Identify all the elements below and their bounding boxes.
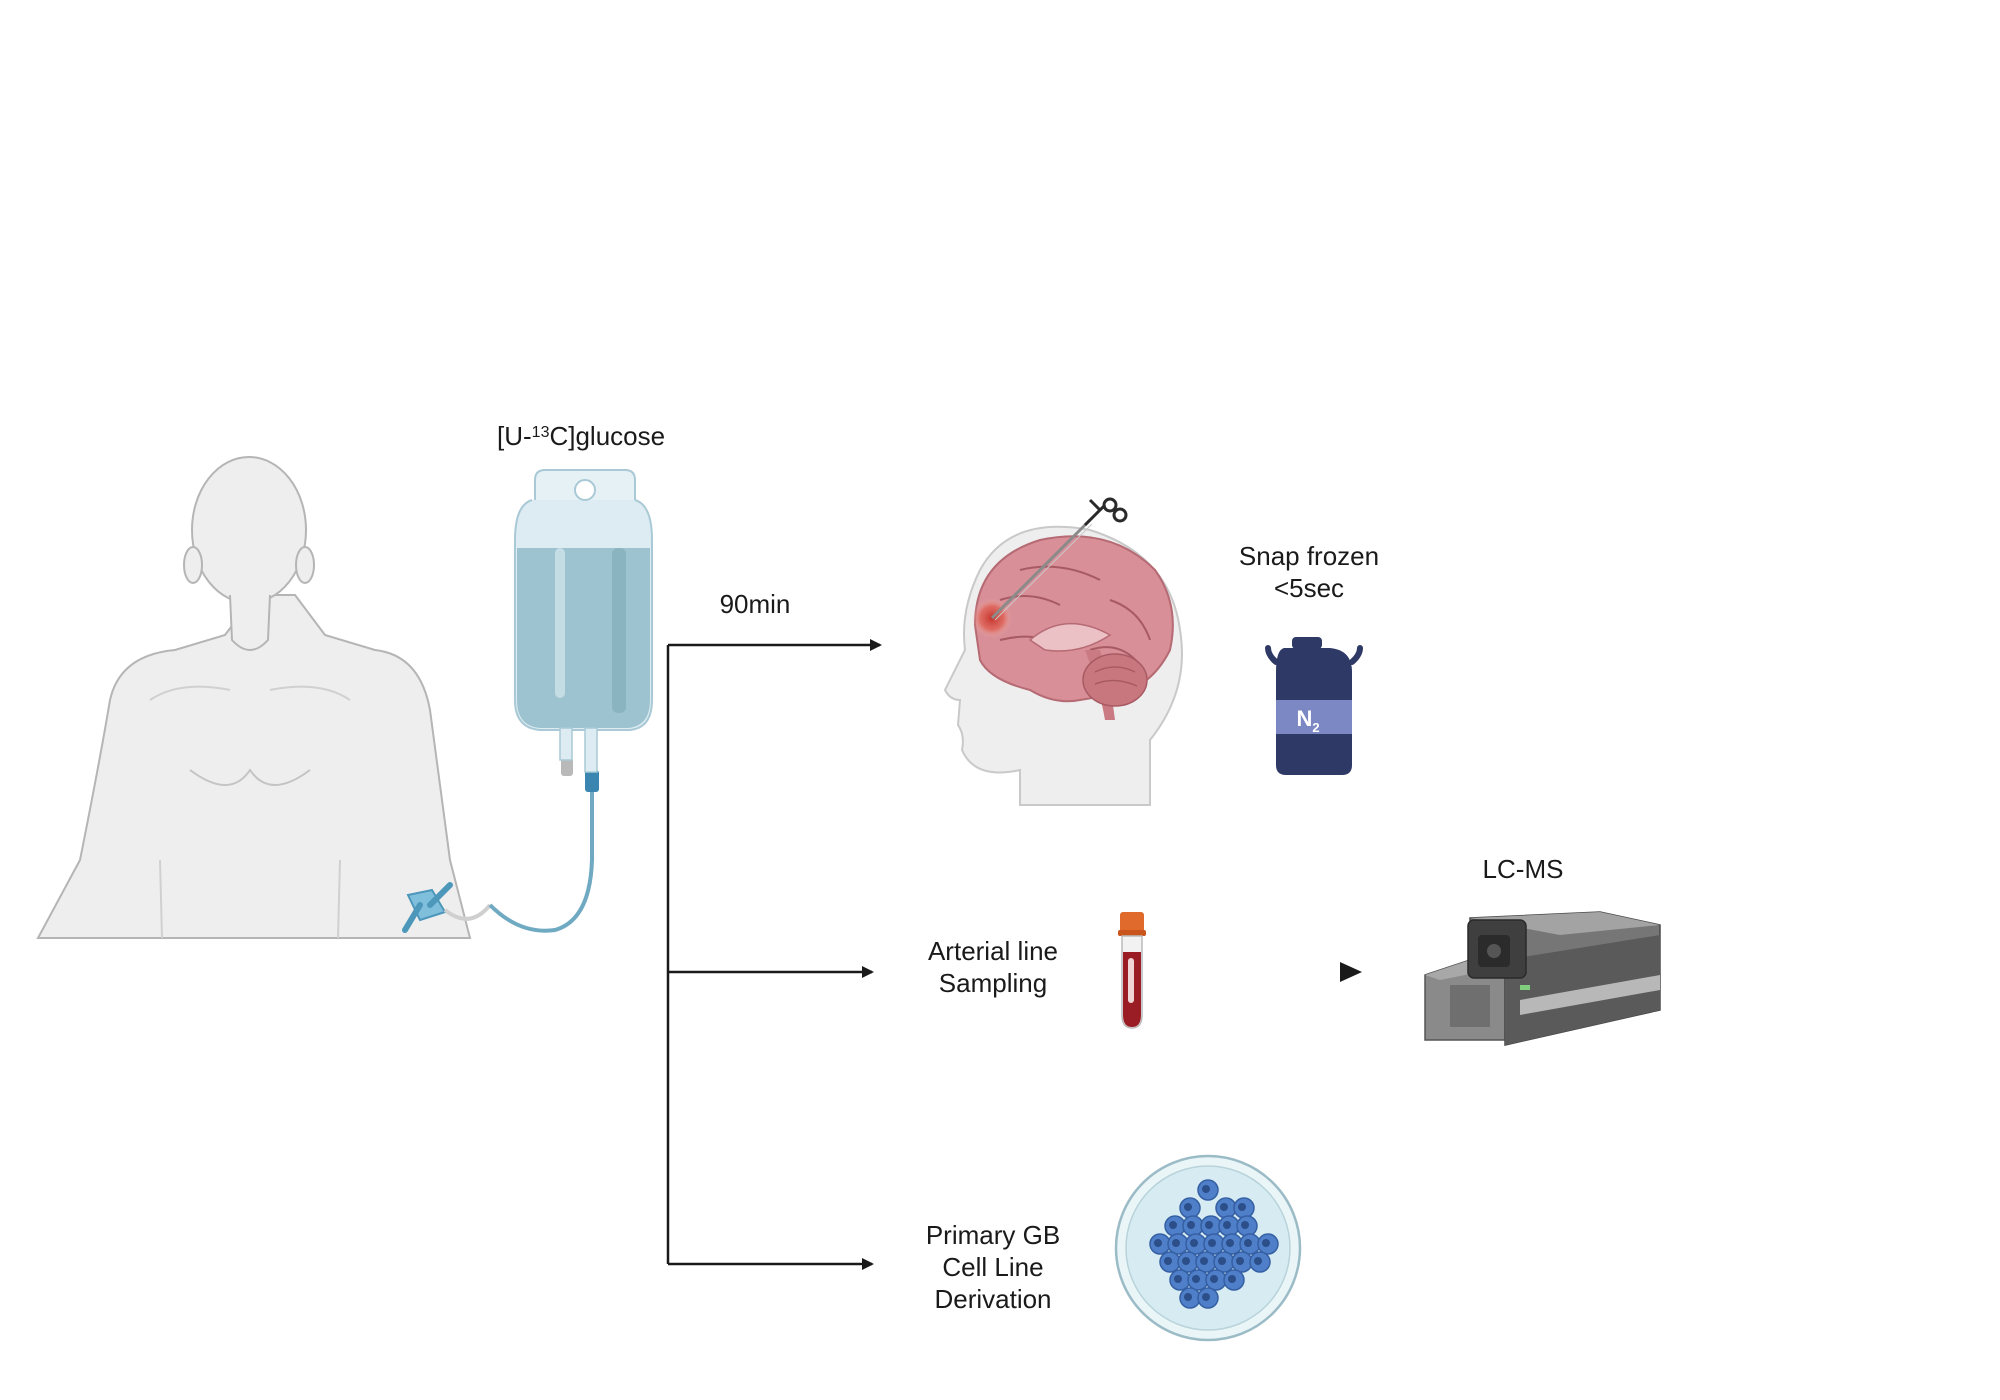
butterfly-cannula-icon	[402, 882, 492, 933]
cell-nucleus	[1254, 1257, 1262, 1265]
snap-frozen-label-line2: <5sec	[1274, 573, 1344, 603]
cell-nucleus	[1226, 1239, 1234, 1247]
cell-nucleus	[1182, 1257, 1190, 1265]
cell-nucleus	[1174, 1275, 1182, 1283]
cell-nucleus	[1202, 1293, 1210, 1301]
cell-nucleus	[1238, 1203, 1246, 1211]
lcms-label: LC-MS	[1483, 854, 1564, 884]
cell-nucleus	[1210, 1275, 1218, 1283]
cell-line-label-line1: Primary GB	[926, 1220, 1060, 1250]
cell-nucleus	[1241, 1221, 1249, 1229]
cell-nucleus	[1164, 1257, 1172, 1265]
iv-drip-connector	[585, 770, 599, 792]
lcms-instrument-icon	[1424, 911, 1661, 1046]
blood-tube-icon	[1118, 912, 1146, 1029]
cell-cluster	[1149, 1179, 1279, 1309]
iv-label: [U-13C]glucose	[497, 421, 665, 451]
cell-nucleus	[1169, 1221, 1177, 1229]
cell-nucleus	[1223, 1221, 1231, 1229]
branch-connector	[666, 639, 882, 1270]
cell-nucleus	[1208, 1239, 1216, 1247]
cell-nucleus	[1187, 1221, 1195, 1229]
duration-label: 90min	[720, 589, 791, 619]
sample-to-lcms-arrowhead	[1340, 962, 1362, 982]
cell-line-label-line3: Derivation	[934, 1284, 1051, 1314]
cell-nucleus	[1192, 1275, 1200, 1283]
biopsy-forceps-icon	[1083, 497, 1128, 527]
cell-nucleus	[1236, 1257, 1244, 1265]
iv-port-cap	[561, 758, 573, 776]
brain-biopsy-icon	[943, 497, 1183, 806]
cell-nucleus	[1220, 1203, 1228, 1211]
cell-nucleus	[1172, 1239, 1180, 1247]
snap-frozen-label-line1: Snap frozen	[1239, 541, 1379, 571]
cell-nucleus	[1202, 1185, 1210, 1193]
cell-nucleus	[1154, 1239, 1162, 1247]
arterial-line-label-line1: Arterial line	[928, 936, 1058, 966]
cell-nucleus	[1184, 1293, 1192, 1301]
nitrogen-label: N2	[1296, 706, 1319, 735]
cell-nucleus	[1200, 1257, 1208, 1265]
cell-nucleus	[1262, 1239, 1270, 1247]
patient-torso	[36, 456, 472, 939]
cell-nucleus	[1190, 1239, 1198, 1247]
cell-line-label-line2: Cell Line	[942, 1252, 1043, 1282]
iv-tube	[488, 790, 594, 933]
cell-nucleus	[1244, 1239, 1252, 1247]
cell-nucleus	[1228, 1275, 1236, 1283]
liquid-nitrogen-dewar-icon: N2	[1265, 637, 1363, 775]
cell-nucleus	[1218, 1257, 1226, 1265]
cell-nucleus	[1205, 1221, 1213, 1229]
petri-dish-icon	[1114, 1154, 1302, 1342]
cell-nucleus	[1184, 1203, 1192, 1211]
arterial-line-label-line2: Sampling	[939, 968, 1047, 998]
iv-bag-icon	[514, 469, 653, 773]
